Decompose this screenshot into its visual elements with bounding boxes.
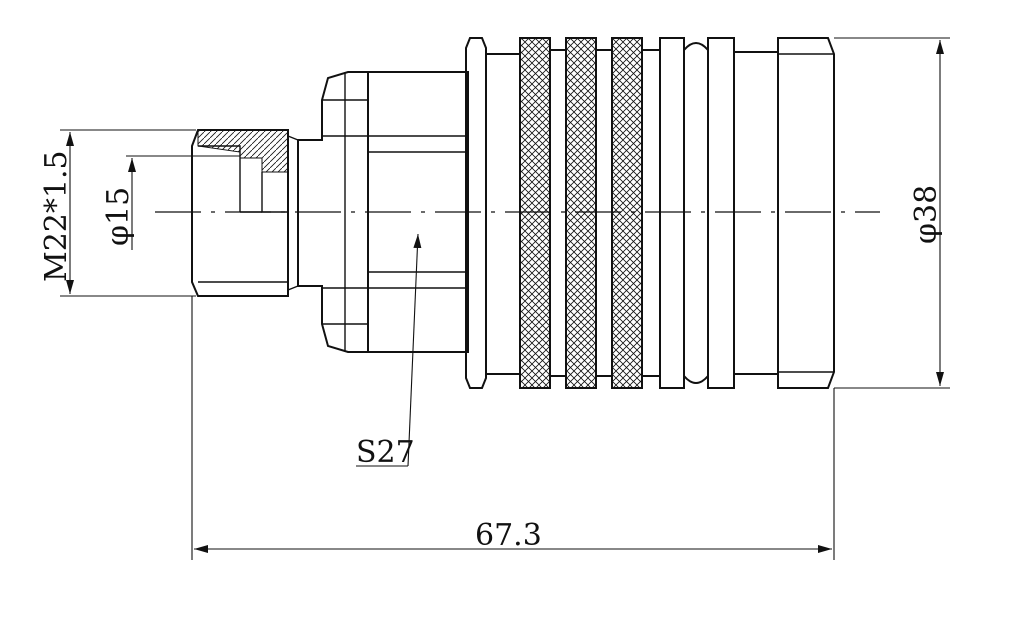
sleeve xyxy=(465,37,835,389)
thread-dimension-label: M22*1.5 xyxy=(39,150,74,282)
bore-dimension-label: φ15 xyxy=(101,187,136,246)
knurled-band-1 xyxy=(519,37,551,389)
hex-size-leader: S27 xyxy=(356,233,422,470)
knurled-band-2 xyxy=(565,37,597,389)
outer-diameter-dimension: φ38 xyxy=(834,37,950,389)
outer-diameter-label: φ38 xyxy=(909,185,944,244)
overall-length-label: 67.3 xyxy=(475,518,542,553)
hex-nut xyxy=(297,71,369,353)
overall-length-dimension: 67.3 xyxy=(191,296,835,560)
knurled-band-3 xyxy=(611,37,643,389)
hex-size-label: S27 xyxy=(356,435,415,470)
thread-dimension: M22*1.5 xyxy=(39,129,196,297)
bore-dimension: φ15 xyxy=(101,155,240,250)
threaded-end xyxy=(191,129,299,297)
